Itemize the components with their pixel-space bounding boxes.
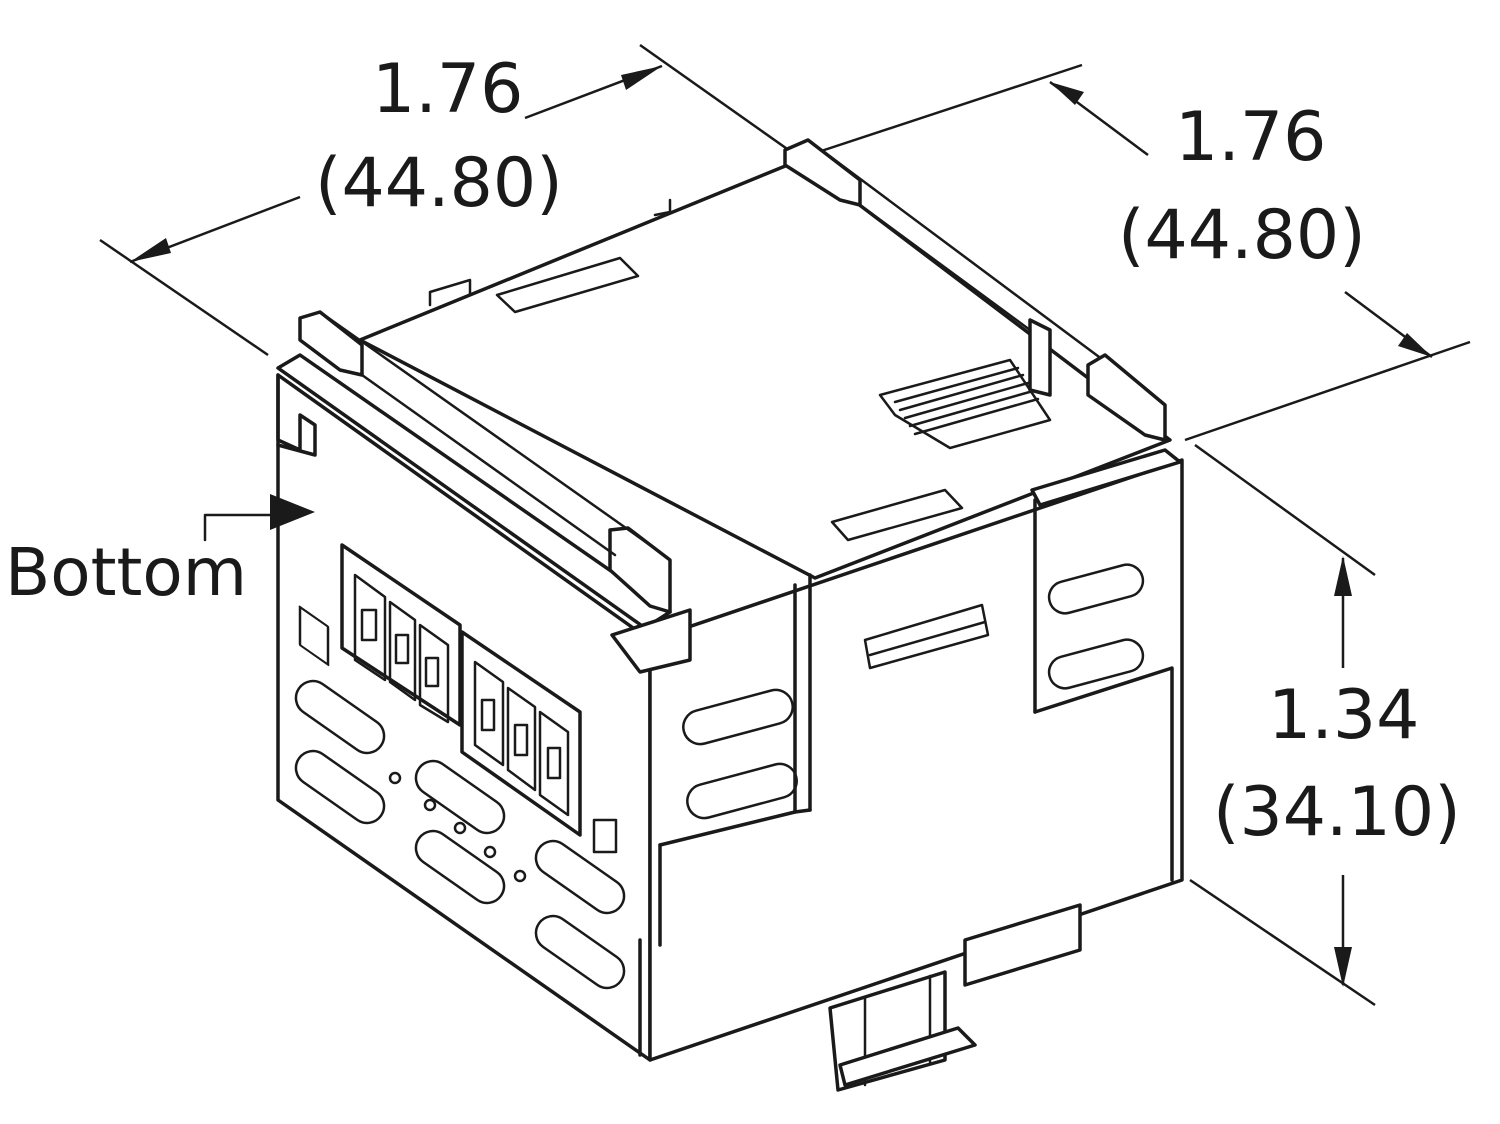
- rj-ports-right: [460, 630, 582, 837]
- width-inches-label: 1.76: [372, 50, 523, 129]
- bottom-callout: [203, 494, 315, 542]
- side-vent-slots: [682, 563, 1145, 820]
- dimension-width-left: [99, 43, 801, 357]
- module-body: [276, 138, 1184, 1092]
- height-inches-label: 1.34: [1268, 676, 1419, 755]
- dimension-depth-right: [799, 63, 1471, 442]
- top-slot-back: [495, 256, 640, 314]
- front-vent-slots: [294, 679, 626, 990]
- din-clip: [828, 903, 1082, 1092]
- depth-inches-label: 1.76: [1175, 98, 1326, 177]
- depth-mm-label: (44.80): [1118, 196, 1366, 275]
- module-top-face: [358, 158, 1172, 580]
- module-side-face: [648, 458, 1184, 1062]
- dimension-height: [1189, 443, 1376, 1007]
- top-slot-front: [830, 488, 964, 542]
- rj-ports-left: [340, 543, 462, 727]
- width-mm-label: (44.80): [315, 144, 563, 223]
- right-rail: [783, 138, 1167, 442]
- height-mm-label: (34.10): [1213, 773, 1461, 852]
- top-vent-grille: [878, 358, 1052, 450]
- left-rail: [276, 310, 672, 630]
- bottom-label: Bottom: [5, 534, 247, 611]
